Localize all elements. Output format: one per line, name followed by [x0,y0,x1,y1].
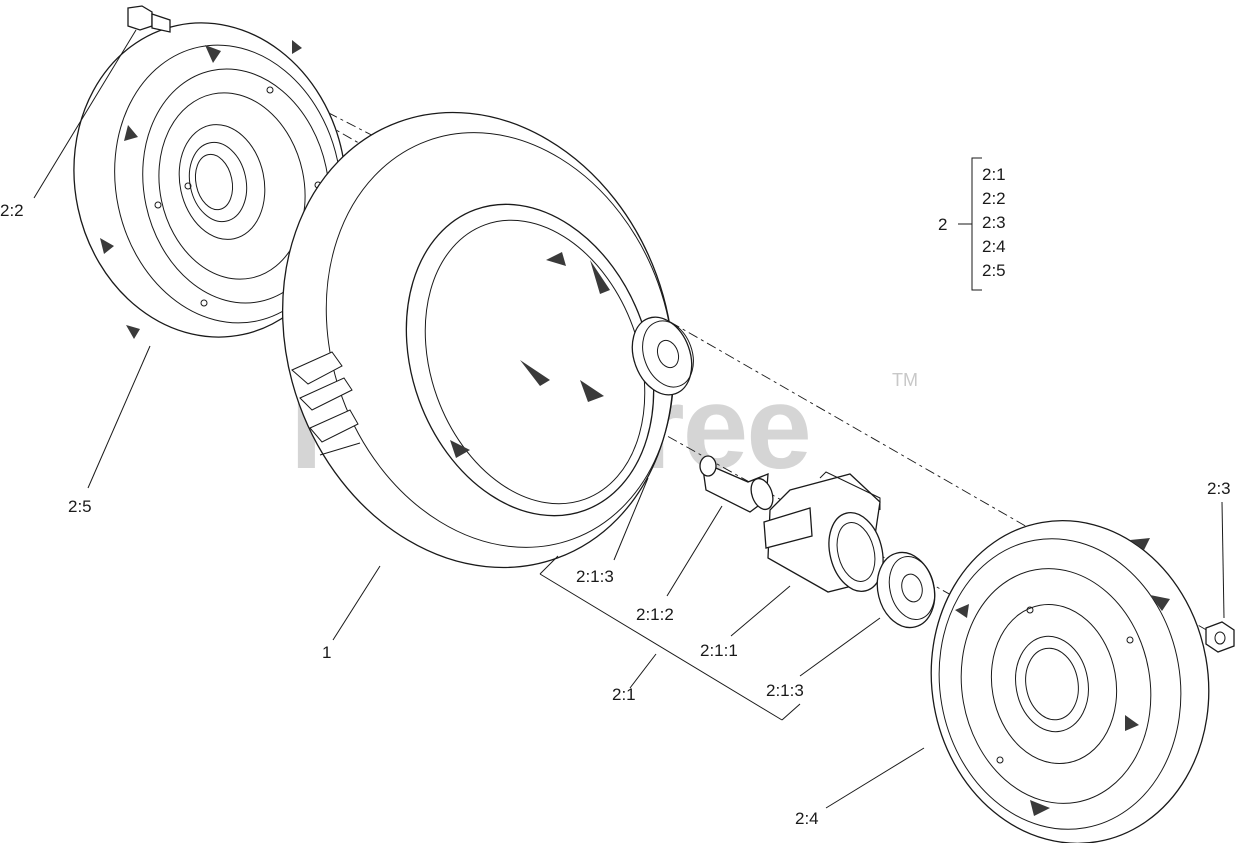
callout-2-4: 2:4 [795,809,819,828]
callout-2-1-2: 2:1:2 [636,605,674,624]
leader-2-1-3-right [799,617,881,677]
legend-child: 2:5 [982,261,1006,280]
leader-2-4 [825,747,925,809]
bolt [127,5,171,33]
legend-bracket [971,157,982,291]
leader-2-1 [629,653,657,689]
leader-1 [332,565,381,641]
legend-child: 2:2 [982,189,1006,208]
nut [1205,621,1235,653]
bearing-left [631,316,694,396]
legend-parent: 2 [938,215,947,234]
left-hub-cap [73,22,347,339]
legend-child: 2:3 [982,213,1006,232]
callout-2-2: 2:2 [0,201,24,220]
leader-2-2 [33,29,137,199]
group-bracket-2-1 [539,555,801,721]
leader-2-1-2 [666,505,723,597]
spacer-tube [699,455,774,513]
callout-2-1-1: 2:1:1 [700,641,738,660]
watermark-trademark: TM [892,370,918,390]
callout-2-1: 2:1 [612,685,636,704]
legend-child: 2:1 [982,165,1006,184]
callout-2-3: 2:3 [1207,479,1231,498]
callout-2-5: 2:5 [68,497,92,516]
leader-2-1-3-left [613,477,649,561]
legend-child: 2:4 [982,237,1006,256]
callout-2-1-3-right: 2:1:3 [766,681,804,700]
tire [281,111,675,569]
callout-2-1-3-left: 2:1:3 [576,567,614,586]
hub-sleeve [763,471,884,593]
callout-1: 1 [322,643,331,662]
assembly-legend: 2 2:1 2:2 2:3 2:4 2:5 [938,157,1006,291]
leader-2-1-1 [730,585,791,637]
leader-2-3 [1221,501,1225,619]
bearing-right [876,551,936,629]
leader-2-5 [87,345,151,489]
right-hub-cap [930,520,1210,843]
